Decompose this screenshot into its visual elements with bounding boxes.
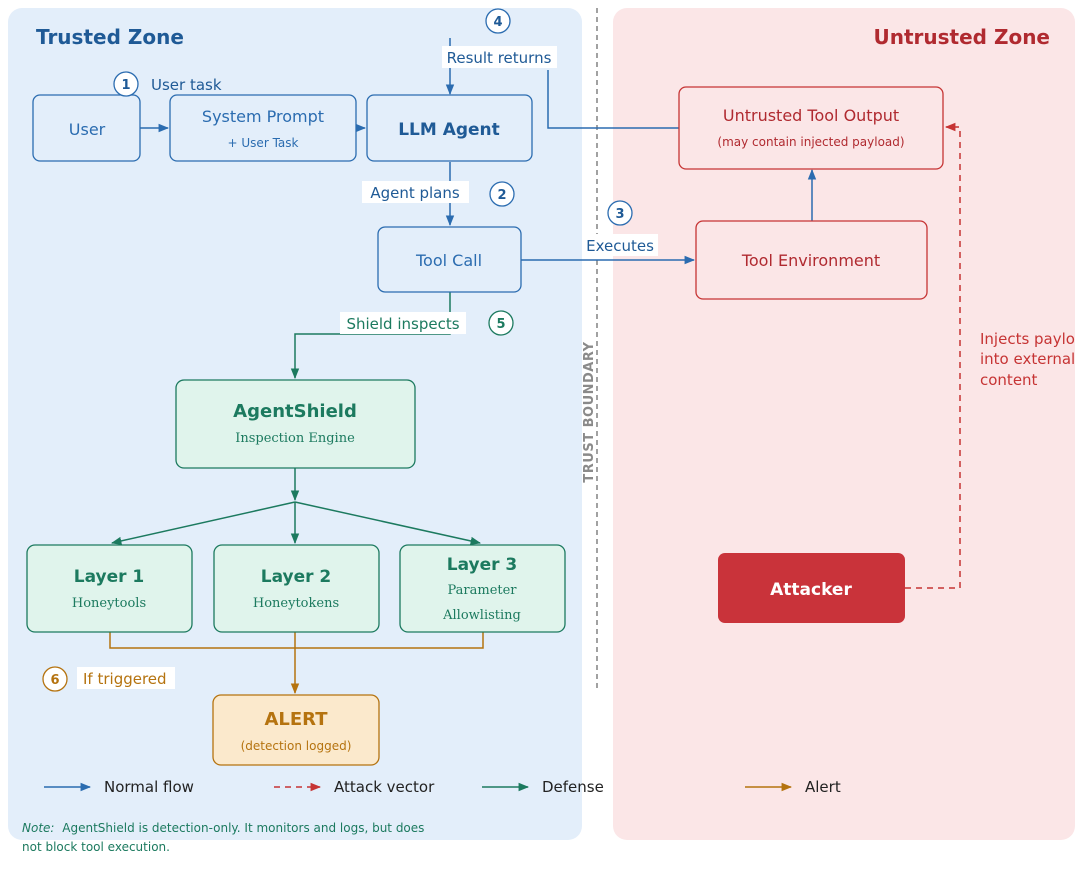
node-llm-agent-label: LLM Agent	[398, 120, 500, 140]
step-5-label: Shield inspects	[346, 315, 459, 333]
legend-alert-label: Alert	[805, 778, 841, 796]
node-layer1: Layer 1 Honeytools	[26, 544, 193, 633]
step-3-label: Executes	[586, 237, 654, 255]
node-layer3-sub1: Parameter	[447, 583, 517, 598]
step-3-marker	[607, 200, 633, 226]
step-1-number: 1	[121, 78, 130, 93]
node-layer2-label: Layer 2	[261, 567, 332, 587]
node-agentshield-label: AgentShield	[233, 401, 357, 422]
node-tool-call-label: Tool Call	[415, 251, 482, 270]
step-6-marker	[42, 666, 68, 692]
untrusted-zone-title: Untrusted Zone	[874, 25, 1051, 49]
node-layer3-sub2: Allowlisting	[442, 608, 521, 623]
node-untrusted-output-label: Untrusted Tool Output	[723, 106, 899, 125]
injects-label-line1: Injects paylo	[980, 330, 1075, 348]
note-text-1: AgentShield is detection-only. It monito…	[62, 821, 424, 835]
arrow-result-returns	[547, 70, 679, 129]
node-attacker-label: Attacker	[770, 580, 852, 600]
step-4-label: Result returns	[447, 49, 552, 67]
step-5-number: 5	[496, 317, 505, 332]
arrow-layers-to-alert	[109, 632, 484, 649]
step-1-marker	[113, 71, 139, 97]
node-layer3-label: Layer 3	[447, 555, 518, 575]
node-layer1-label: Layer 1	[74, 567, 145, 587]
node-layer3: Layer 3 Parameter Allowlisting	[399, 544, 566, 633]
arrow-attack-vector	[905, 122, 961, 589]
node-tool-call: Tool Call	[377, 226, 522, 293]
step-2-label: Agent plans	[370, 184, 460, 202]
node-alert: ALERT (detection logged)	[212, 694, 380, 766]
node-alert-sub: (detection logged)	[241, 739, 352, 753]
arrow-branch-layer1	[110, 501, 296, 546]
node-agentshield: AgentShield Inspection Engine	[175, 379, 416, 469]
note-line-2: not block tool execution.	[22, 840, 170, 854]
step-6-number: 6	[50, 673, 59, 688]
step-1-label: User task	[151, 76, 222, 94]
node-llm-agent: LLM Agent	[366, 94, 533, 162]
node-untrusted-output: Untrusted Tool Output (may contain injec…	[678, 86, 944, 170]
note-line-1: Note: AgentShield is detection-only. It …	[22, 821, 424, 835]
node-agentshield-sub: Inspection Engine	[235, 431, 355, 446]
trusted-zone-title: Trusted Zone	[36, 25, 184, 49]
step-2-marker	[489, 181, 515, 207]
step-5-marker	[488, 310, 514, 336]
node-layer2-sub: Honeytokens	[253, 596, 339, 611]
node-system-prompt-sub: + User Task	[228, 136, 299, 150]
step-4-number: 4	[493, 15, 502, 30]
legend-attack-label: Attack vector	[334, 778, 435, 796]
node-alert-label: ALERT	[264, 709, 328, 730]
trust-boundary-label: TRUST BOUNDARY	[582, 341, 597, 482]
step-4-marker	[485, 8, 511, 34]
node-system-prompt: System Prompt + User Task	[169, 94, 357, 162]
injects-label-line3: content	[980, 371, 1038, 389]
injects-label-line2: into external	[980, 350, 1075, 368]
step-3-number: 3	[615, 207, 624, 222]
node-system-prompt-label: System Prompt	[202, 107, 324, 126]
node-untrusted-output-sub: (may contain injected payload)	[717, 135, 904, 149]
node-user: User	[32, 94, 141, 162]
arrow-branch-layer3	[294, 501, 482, 546]
node-attacker: Attacker	[718, 553, 905, 623]
node-layer1-sub: Honeytools	[72, 596, 146, 611]
step-6-label: If triggered	[83, 670, 167, 688]
legend: Normal flow Attack vector Defense Alert	[44, 778, 841, 796]
node-user-label: User	[69, 120, 106, 139]
step-2-number: 2	[497, 188, 506, 203]
untrusted-zone	[613, 8, 1075, 840]
note-prefix: Note:	[22, 821, 54, 835]
legend-defense-label: Defense	[542, 778, 604, 796]
node-layer2: Layer 2 Honeytokens	[213, 544, 380, 633]
node-tool-environment-label: Tool Environment	[741, 251, 880, 270]
node-tool-environment: Tool Environment	[695, 220, 928, 300]
legend-normal-label: Normal flow	[104, 778, 194, 796]
